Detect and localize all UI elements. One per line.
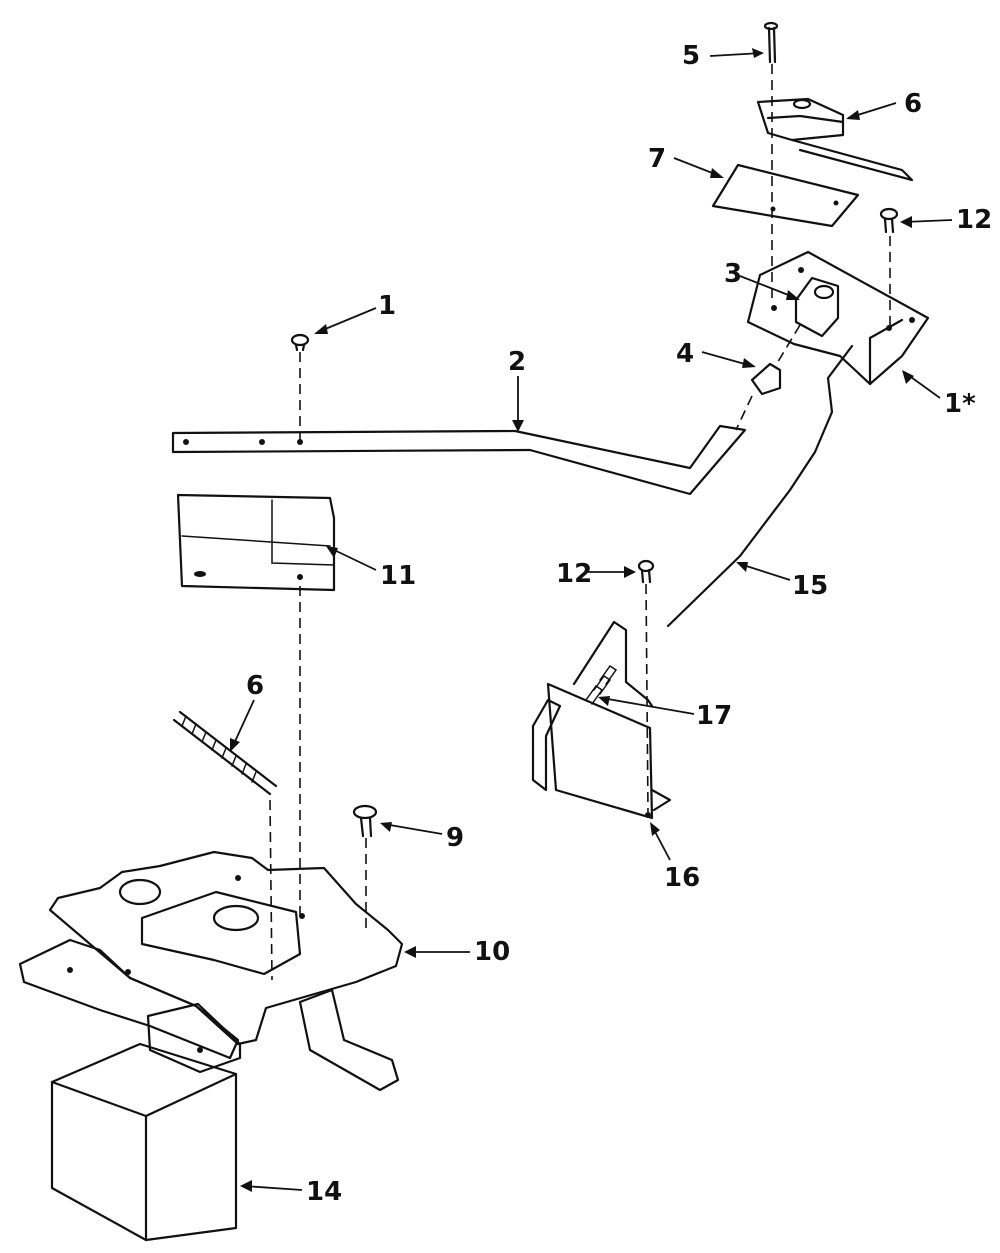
callout-9: 9: [446, 823, 464, 853]
callout-labels: 5 6 7 12 3 4 1* 1 2 11 15 12 17 16 6 9 1…: [246, 41, 992, 1207]
rod-15: [666, 344, 854, 628]
leader-lines: [230, 48, 953, 1192]
screw-1: [290, 333, 310, 352]
callout-2: 2: [508, 347, 526, 377]
box-14: [50, 1042, 238, 1242]
latch-10: [18, 850, 404, 1092]
callout-16: 16: [664, 863, 700, 893]
screw-12-lower: [637, 559, 655, 584]
callout-15: 15: [792, 571, 828, 601]
callout-1: 1: [378, 291, 396, 321]
callout-17: 17: [696, 701, 732, 731]
switch-6: [756, 97, 914, 182]
callout-14: 14: [306, 1177, 342, 1207]
callout-12-lower: 12: [556, 559, 592, 589]
callout-11: 11: [380, 561, 416, 591]
screw-5: [763, 21, 779, 64]
callout-3: 3: [724, 259, 742, 289]
callout-7: 7: [648, 144, 666, 174]
callout-4: 4: [676, 339, 694, 369]
callout-5: 5: [682, 41, 700, 71]
assembly-16-17: [531, 620, 672, 820]
insulator-7: [711, 163, 860, 228]
screw-12-upper: [879, 207, 899, 234]
callout-10: 10: [474, 937, 510, 967]
callout-1-star: 1*: [944, 389, 976, 419]
spring-8: [172, 710, 278, 796]
callout-6: 6: [904, 89, 922, 119]
callout-12-upper: 12: [956, 205, 992, 235]
plate-11: [176, 493, 336, 592]
assembly-lines: [269, 64, 891, 981]
bracket-1-star: [746, 250, 930, 396]
callout-8: 6: [246, 671, 264, 701]
bar-2: [171, 424, 747, 496]
screw-9: [352, 804, 378, 838]
